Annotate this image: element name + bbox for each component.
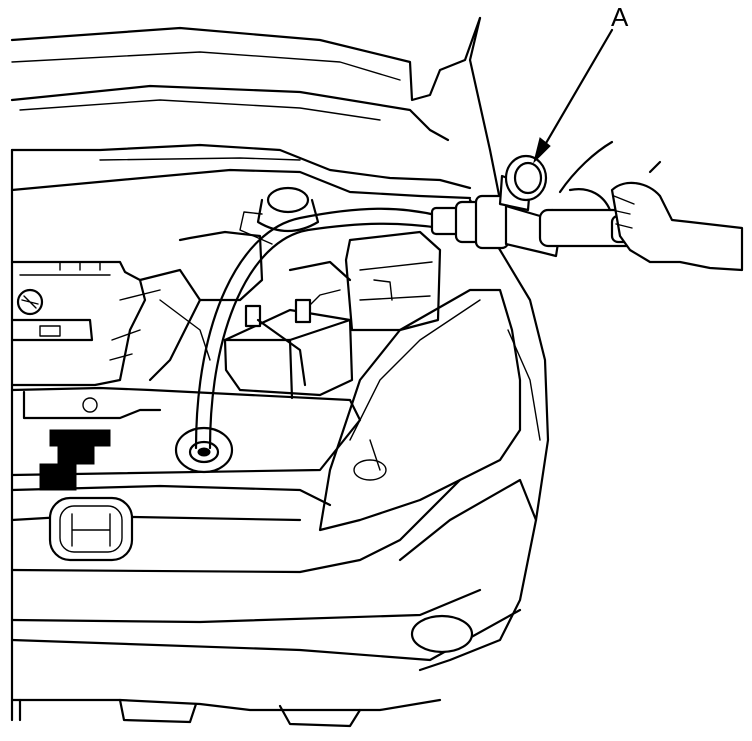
callout-label-a: A [611,2,629,32]
callout-leader [533,28,614,164]
fender [398,198,550,672]
engine-components [10,230,264,387]
cowl-panel [10,143,472,722]
fuse-box [288,230,442,332]
washer-filler [174,426,234,474]
test-hose [194,207,442,450]
radiator-support [10,386,362,491]
bumper-and-grille [10,478,522,728]
headlight [318,288,522,532]
hood [10,16,502,202]
hands [558,140,744,272]
battery [223,289,354,400]
reservoir-cap [239,186,320,245]
